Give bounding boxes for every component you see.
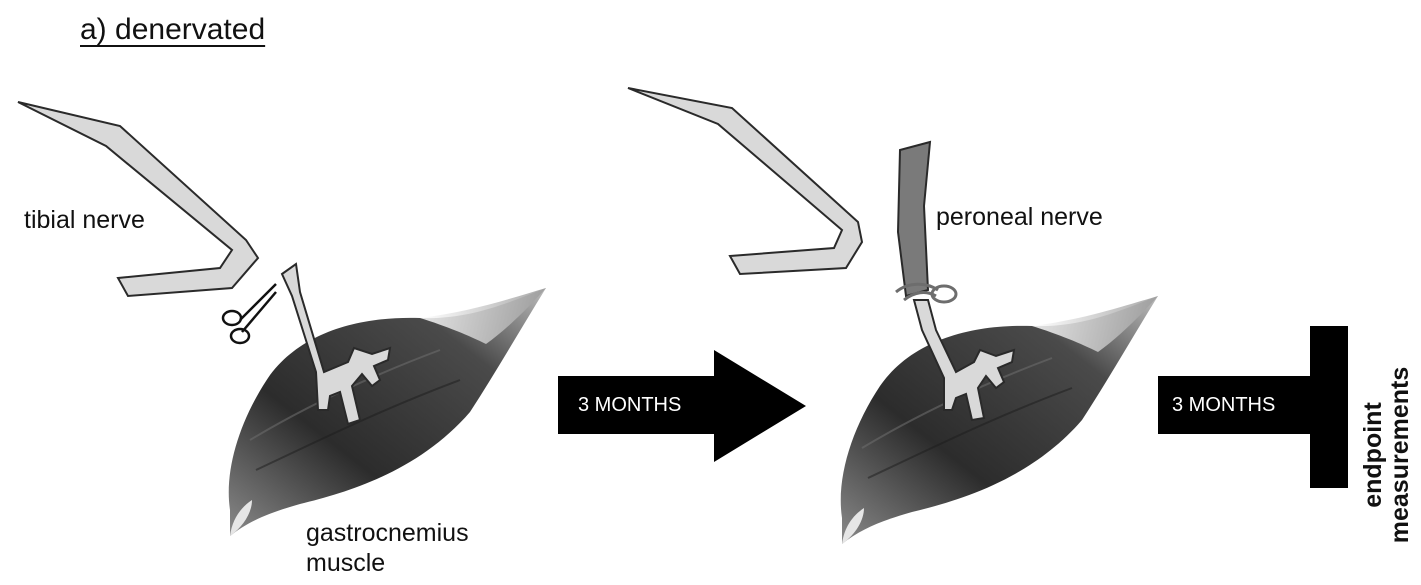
panel-title: a) denervated <box>80 12 265 48</box>
gastrocnemius-muscle-left <box>229 288 546 536</box>
tibial-nerve-left <box>18 102 258 296</box>
peroneal-nerve <box>898 142 930 296</box>
tibial-nerve-right <box>628 88 862 274</box>
gastrocnemius-muscle-right <box>841 296 1158 544</box>
muscle-label-line2: muscle <box>306 548 385 578</box>
arrow-first-label: 3 MONTHS <box>578 393 681 417</box>
muscle-label-line1: gastrocnemius <box>306 518 469 548</box>
arrow-second-label: 3 MONTHS <box>1172 393 1275 417</box>
peroneal-nerve-label: peroneal nerve <box>936 202 1103 232</box>
endpoint-label-line2: measurements <box>1387 330 1414 580</box>
scissors-icon <box>223 284 276 343</box>
endpoint-label-line1: endpoint <box>1360 330 1387 580</box>
tibial-nerve-label: tibial nerve <box>24 205 145 235</box>
endpoint-label: endpoint measurements <box>1360 330 1414 580</box>
